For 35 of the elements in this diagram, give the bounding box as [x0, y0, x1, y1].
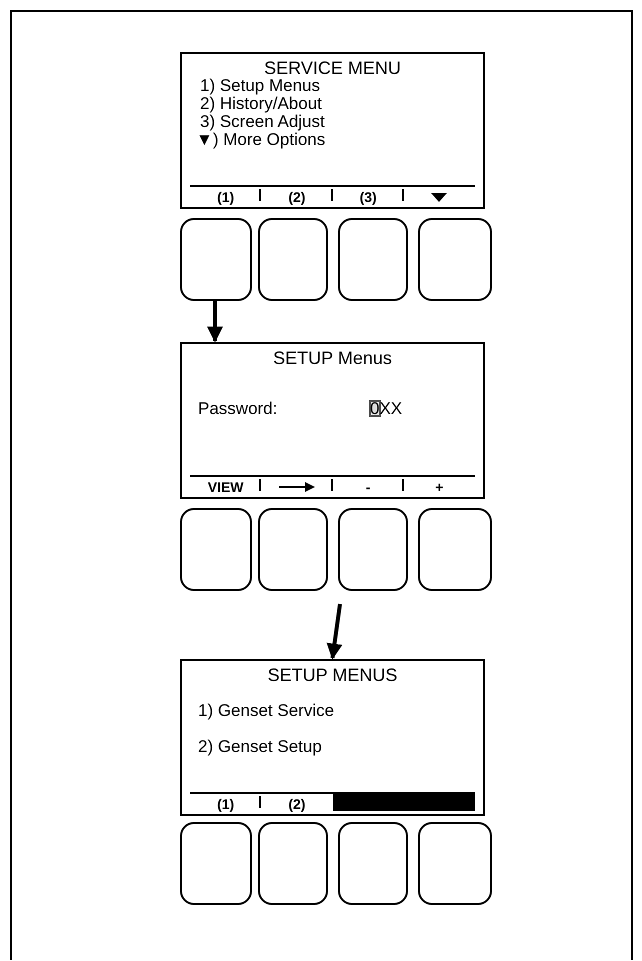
softkey-label: (3): [360, 189, 377, 205]
keypad-button: [180, 218, 252, 301]
softkey-label: (1): [217, 796, 234, 812]
display-screen: [180, 342, 485, 499]
arrow: [326, 604, 342, 660]
menu-item: Password:: [198, 399, 278, 418]
screen-title: SETUP MENUS: [266, 665, 398, 685]
menu-item: 2) History/About: [200, 94, 322, 113]
menu-item: 1) Genset Service: [198, 701, 334, 720]
softkey-label: VIEW: [208, 479, 244, 495]
softkey-label: -: [366, 479, 370, 495]
menu-item: 3) Screen Adjust: [200, 112, 325, 131]
menu-item: 2) Genset Setup: [198, 737, 322, 756]
keypad-button: [338, 218, 408, 301]
keypad-button: [258, 822, 328, 905]
keypad-button: [180, 508, 252, 591]
keypad-button: [338, 822, 408, 905]
arrow: [207, 301, 223, 343]
keypad-button: [258, 508, 328, 591]
softkey-label: (1): [217, 189, 234, 205]
keypad-button: [418, 508, 492, 591]
screen-title: SETUP Menus: [272, 348, 393, 368]
menu-item: ▼) More Options: [196, 130, 326, 149]
display-screen: [180, 52, 485, 209]
keypad-button: [418, 218, 492, 301]
softkey-label: (2): [288, 189, 306, 205]
softkey-label: (2): [288, 796, 306, 812]
keypad-button: [258, 218, 328, 301]
screen-title: SERVICE MENU: [263, 58, 402, 78]
keypad-button: [418, 822, 492, 905]
keypad-button: [180, 822, 252, 905]
display-screen: [180, 659, 485, 816]
keypad-button: [338, 508, 408, 591]
softkey-label: +: [435, 479, 444, 495]
menu-item: 1) Setup Menus: [200, 76, 320, 95]
